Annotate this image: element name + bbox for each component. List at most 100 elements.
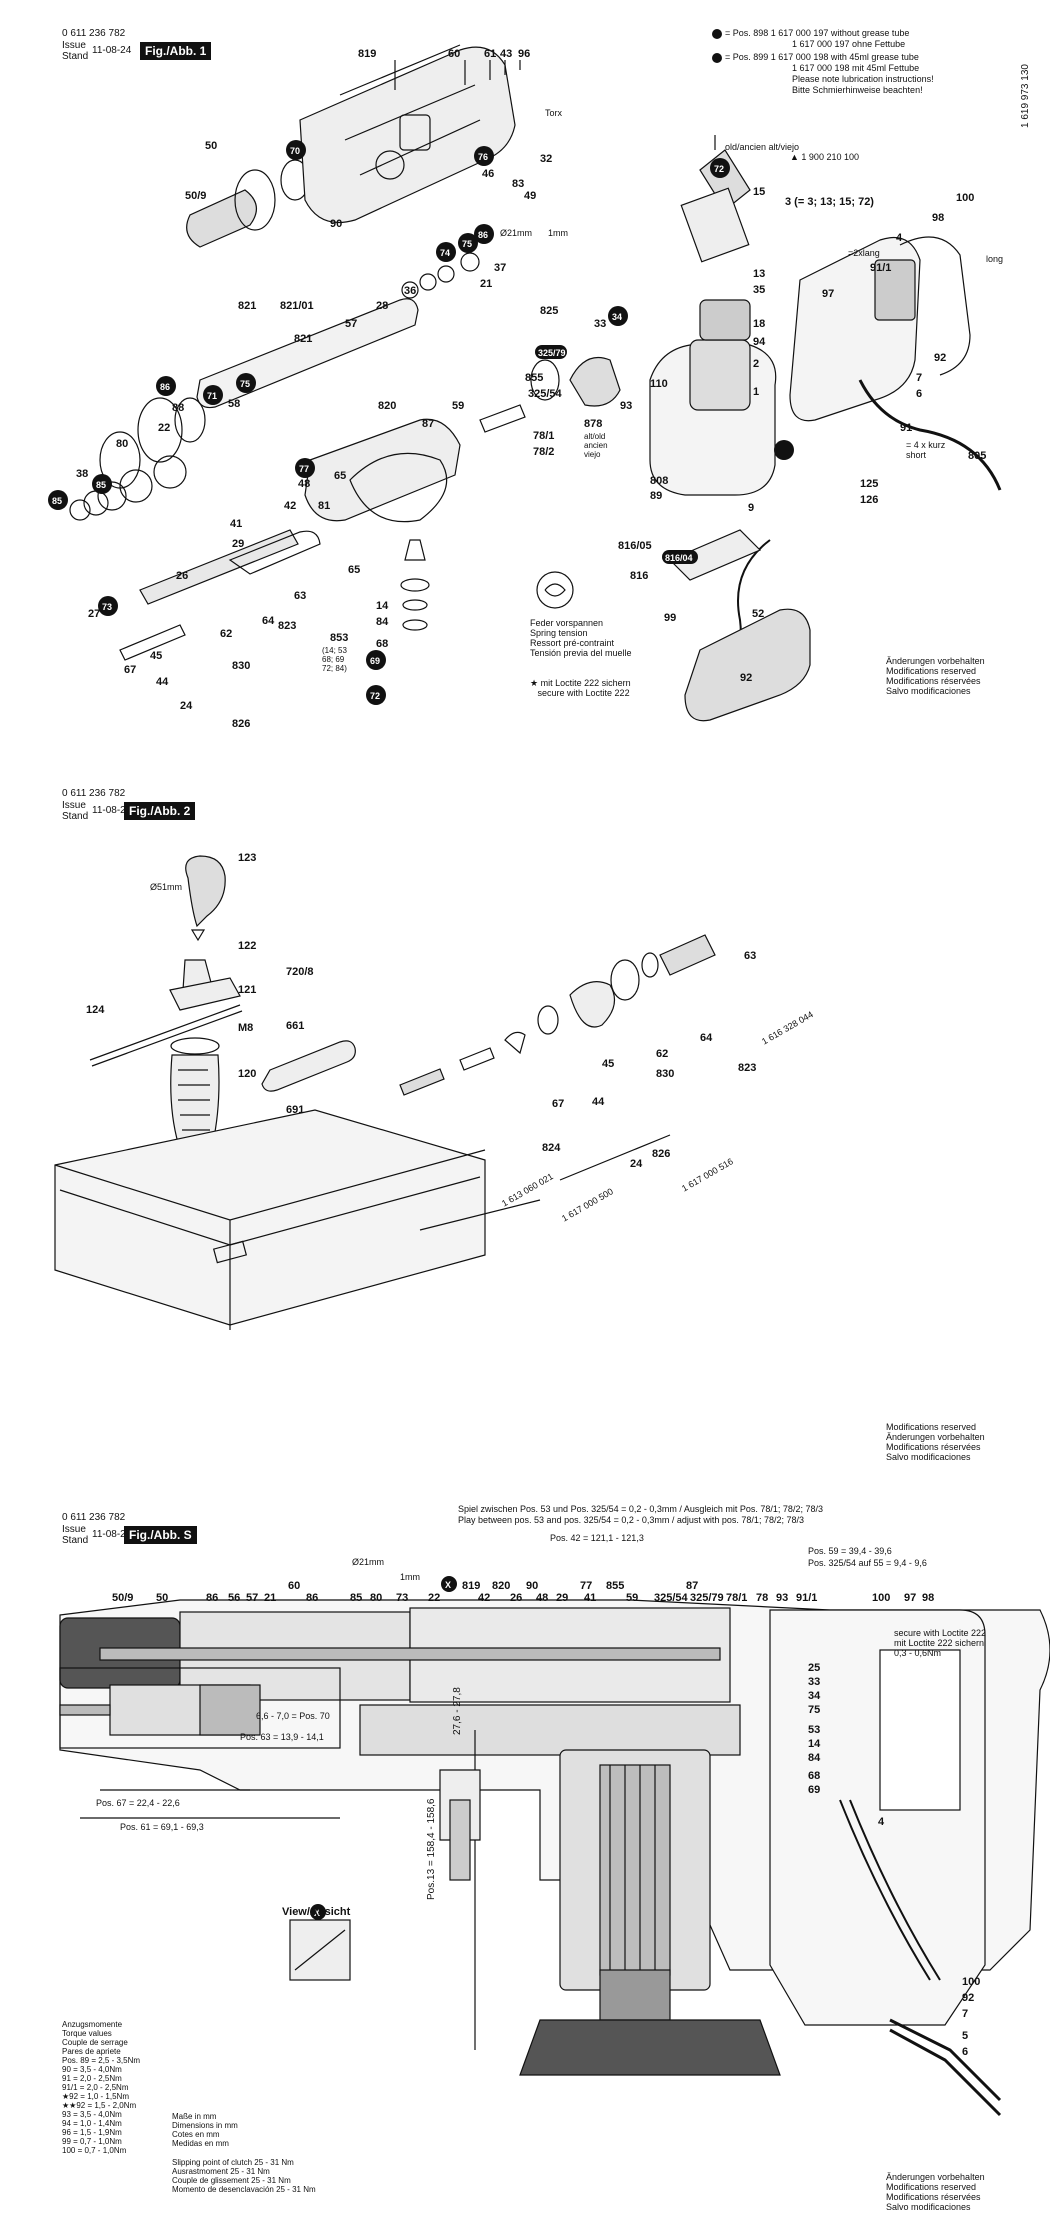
s-part-4: 4 — [878, 1816, 885, 1828]
s-part-92: 92 — [962, 1992, 975, 2004]
part-87: 87 — [422, 418, 435, 430]
dim-pos13: Pos.13 = 158,4 - 158,6 — [426, 1798, 437, 1900]
view-x-label: View/Ansicht — [282, 1906, 351, 1918]
part-84: 84 — [376, 616, 389, 628]
part-821-01: 821/01 — [280, 300, 314, 312]
dim-pos61: Pos. 61 = 69,1 - 69,3 — [120, 1822, 204, 1832]
part-878: 878 — [584, 418, 603, 430]
s-part-53: 53 — [808, 1724, 821, 1736]
part-3: 3 (= 3; 13; 15; 72) — [785, 196, 874, 208]
stand-label-2: Stand — [62, 811, 89, 822]
grease-note-4: 1 617 000 198 mit 45ml Fettube — [792, 63, 920, 73]
s-part-6: 6 — [962, 2046, 969, 2058]
grease-note-5: Please note lubrication instructions! — [792, 74, 934, 84]
part-325-54: 325/54 — [528, 388, 562, 400]
part-32: 32 — [540, 153, 553, 165]
s-part-68: 68 — [808, 1770, 821, 1782]
svg-text:72: 72 — [370, 691, 380, 701]
s-part-820: 820 — [492, 1580, 511, 1592]
s-part-25: 25 — [808, 1662, 821, 1674]
part-37: 37 — [494, 262, 507, 274]
s-part-34: 34 — [808, 1690, 821, 1702]
svg-text:X: X — [445, 1580, 451, 1590]
part-24-2: 24 — [630, 1158, 643, 1170]
s-part-86b: 86 — [306, 1592, 319, 1604]
part-45: 45 — [150, 650, 163, 662]
part-21: 21 — [480, 278, 493, 290]
grease-note-2: 1 617 000 197 ohne Fettube — [792, 39, 906, 49]
part-68: 68 — [376, 638, 389, 650]
issue-label: Issue — [62, 40, 86, 51]
part-123: 123 — [238, 852, 257, 864]
part-m8: M8 — [238, 1022, 254, 1034]
svg-text:86: 86 — [160, 382, 170, 392]
part-99: 99 — [664, 612, 677, 624]
part-823: 823 — [278, 620, 297, 632]
part-100: 100 — [956, 192, 975, 204]
s-part-855: 855 — [606, 1580, 625, 1592]
part-59: 59 — [452, 400, 465, 412]
part-41: 41 — [230, 518, 243, 530]
s-part-325-54: 325/54 — [654, 1592, 688, 1604]
svg-text:816/04: 816/04 — [665, 553, 693, 563]
svg-text:76: 76 — [478, 152, 488, 162]
s-part-98: 98 — [922, 1592, 935, 1604]
part-65: 65 — [334, 470, 347, 482]
part-691: 691 — [286, 1104, 305, 1116]
part-825: 825 — [540, 305, 559, 317]
dim-pos59: Pos. 59 = 39,4 - 39,6 — [808, 1546, 892, 1556]
old-new-note: old/ancien alt/viejo — [725, 142, 800, 152]
s-part-90: 90 — [526, 1580, 539, 1592]
figure-label-2: Fig./Abb. 2 — [124, 802, 196, 820]
part-67: 67 — [124, 664, 137, 676]
issue-date: 11-08-24 — [92, 45, 132, 56]
stand-label: Stand — [62, 51, 89, 62]
stand-label-s: Stand — [62, 1535, 89, 1546]
part-125: 125 — [860, 478, 879, 490]
part-38: 38 — [76, 468, 89, 480]
issue-date-2: 11-08-24 — [92, 805, 132, 816]
s-part-22: 22 — [428, 1592, 441, 1604]
part-43: 43 — [500, 48, 513, 60]
s-part-60: 60 — [288, 1580, 301, 1592]
kurz-short-label: = 4 x kurz short — [906, 440, 946, 460]
s-part-59: 59 — [626, 1592, 639, 1604]
part-821b: 821 — [294, 333, 313, 345]
part-64: 64 — [262, 615, 275, 627]
svg-text:74: 74 — [440, 248, 450, 258]
part-64-2: 64 — [700, 1032, 713, 1044]
part-33: 33 — [594, 318, 607, 330]
s-part-325-79: 325/79 — [690, 1592, 724, 1604]
issue-label-2: Issue — [62, 800, 86, 811]
s-part-85: 85 — [350, 1592, 363, 1604]
loctite-note: ★ mit Loctite 222 sichern secure with Lo… — [530, 678, 631, 698]
doc-number-2: 0 611 236 782 — [62, 788, 126, 799]
part-78-2: 78/2 — [533, 446, 555, 458]
part-58: 58 — [228, 398, 241, 410]
part-52: 52 — [752, 608, 765, 620]
s-part-42: 42 — [478, 1592, 491, 1604]
d51-label: Ø51mm — [150, 882, 183, 892]
svg-text:73: 73 — [102, 602, 112, 612]
part-63: 63 — [294, 590, 307, 602]
part-821: 821 — [238, 300, 257, 312]
s-part-819: 819 — [462, 1580, 481, 1592]
part-67-2: 67 — [552, 1098, 565, 1110]
s-part-7: 7 — [962, 2008, 969, 2020]
part-121: 121 — [238, 984, 257, 996]
part-28: 28 — [376, 300, 389, 312]
part-46: 46 — [482, 168, 495, 180]
s-part-14: 14 — [808, 1738, 821, 1750]
mm1-label: 1mm — [548, 228, 568, 238]
part-36: 36 — [404, 285, 417, 297]
part-7: 7 — [916, 372, 923, 384]
part-97: 97 — [822, 288, 835, 300]
s-part-29: 29 — [556, 1592, 569, 1604]
part-14: 14 — [376, 600, 389, 612]
part-63-2: 63 — [744, 950, 757, 962]
s-part-57: 57 — [246, 1592, 259, 1604]
s-part-80: 80 — [370, 1592, 383, 1604]
part-15: 15 — [753, 186, 766, 198]
